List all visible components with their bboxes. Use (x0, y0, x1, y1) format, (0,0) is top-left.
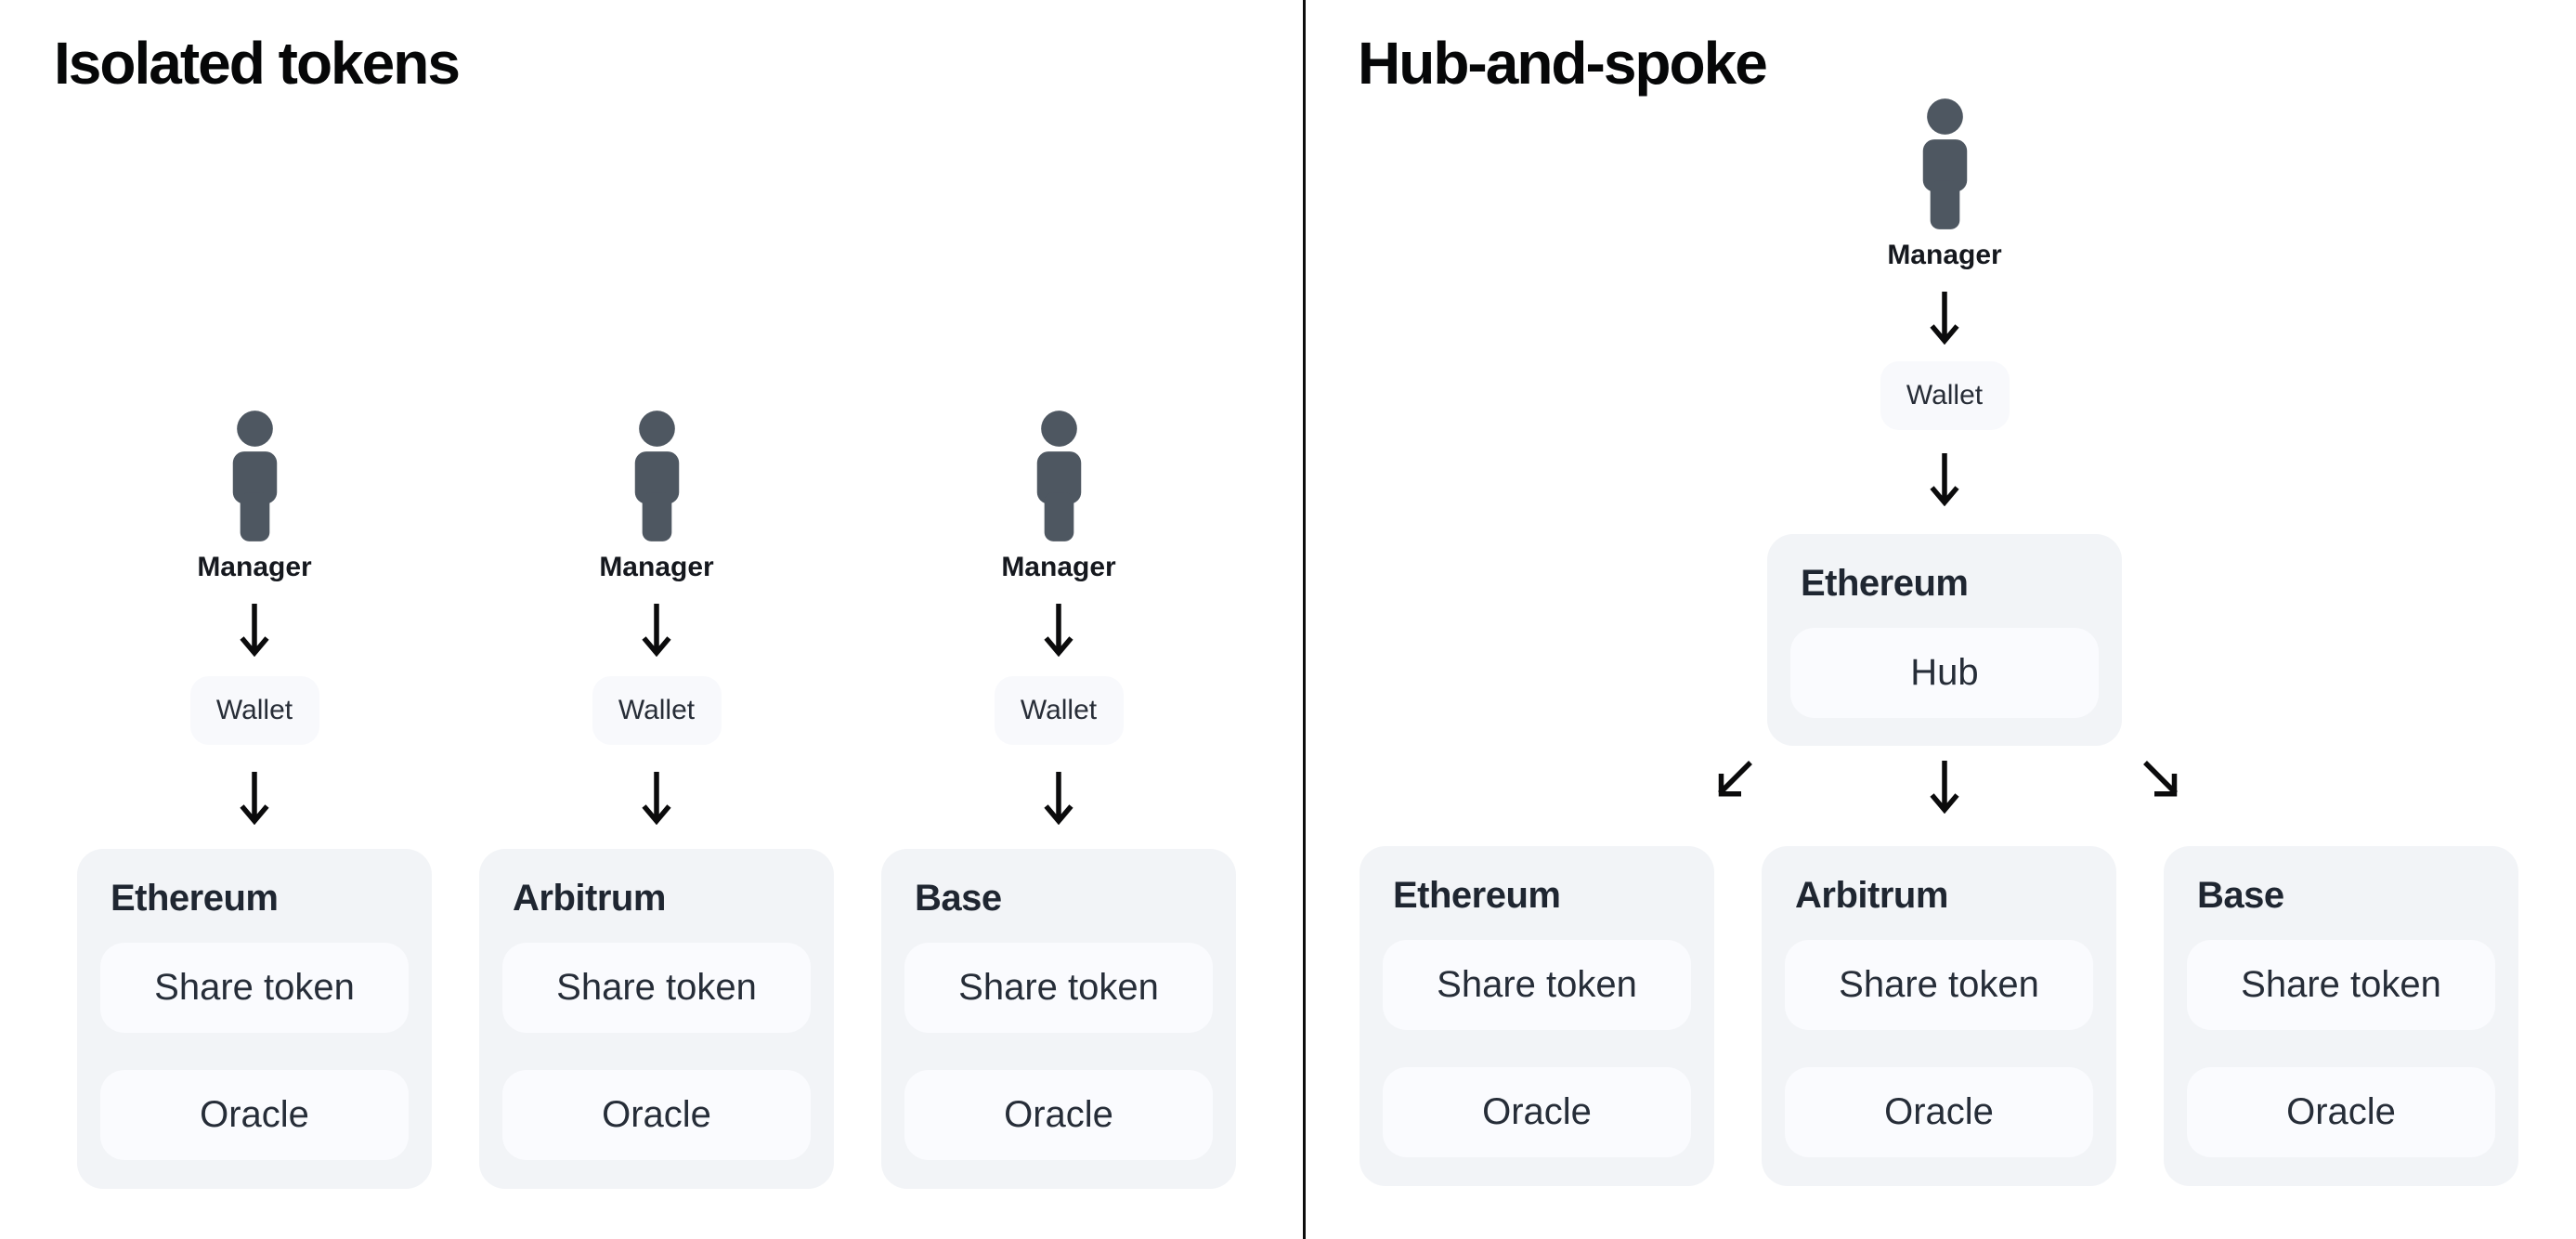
panel-title-hub-and-spoke: Hub-and-spoke (1358, 30, 1768, 97)
hub-box: Hub (1790, 628, 2099, 718)
share-token-box: Share token (1785, 940, 2093, 1030)
panel-title-isolated-tokens: Isolated tokens (54, 30, 461, 97)
manager-label: Manager (1001, 552, 1116, 582)
share-token-box: Share token (1383, 940, 1691, 1030)
chain-card-base: Base Share token Oracle (881, 849, 1236, 1189)
chain-card-base: Base Share token Oracle (2164, 846, 2518, 1186)
person-icon (231, 411, 279, 541)
wallet-box: Wallet (994, 676, 1124, 745)
arrow-down-right-icon (2140, 758, 2185, 802)
arrow-down-icon (1926, 291, 1963, 345)
arrow-down-icon (236, 603, 273, 657)
wallet-label: Wallet (1020, 695, 1098, 725)
person-icon (1035, 411, 1083, 541)
chain-card-ethereum: Ethereum Share token Oracle (1360, 846, 1714, 1186)
wallet-box: Wallet (1880, 361, 2010, 430)
arrow-down-left-icon (1711, 758, 1755, 802)
wallet-box: Wallet (592, 676, 722, 745)
chain-card-title: Arbitrum (1795, 875, 1948, 916)
arrow-down-icon (638, 771, 675, 825)
arrow-down-icon (1040, 603, 1077, 657)
arrow-down-icon (1926, 452, 1963, 506)
oracle-box: Oracle (502, 1070, 811, 1160)
manager-label: Manager (1887, 240, 2002, 270)
isolated-columns-row: Manager Wallet Ethereum Share token Orac… (77, 411, 1236, 1189)
oracle-box: Oracle (100, 1070, 409, 1160)
chain-card-title: Ethereum (1801, 563, 1969, 604)
chain-card-ethereum: Ethereum Share token Oracle (77, 849, 432, 1189)
wallet-label: Wallet (618, 695, 696, 725)
panel-divider (1303, 0, 1306, 1239)
spoke-cards-row: Ethereum Share token Oracle Arbitrum Sha… (1360, 846, 2518, 1186)
arrow-down-icon (236, 771, 273, 825)
arrow-down-icon (1040, 771, 1077, 825)
oracle-box: Oracle (1785, 1067, 2093, 1157)
oracle-box: Oracle (904, 1070, 1213, 1160)
share-token-box: Share token (904, 943, 1213, 1033)
chain-card-arbitrum: Arbitrum Share token Oracle (1762, 846, 2116, 1186)
chain-card-title: Base (915, 878, 1002, 919)
share-token-box: Share token (2187, 940, 2495, 1030)
oracle-box: Oracle (1383, 1067, 1691, 1157)
chain-card-title: Arbitrum (513, 878, 666, 919)
chain-card-title: Ethereum (111, 878, 279, 919)
wallet-box: Wallet (189, 676, 319, 745)
person-icon (1921, 98, 1969, 229)
wallet-label: Wallet (215, 695, 293, 725)
share-token-box: Share token (100, 943, 409, 1033)
isolated-column-ethereum: Manager Wallet Ethereum Share token Orac… (77, 411, 432, 1189)
hub-and-spoke-panel: Hub-and-spoke Manager Wallet Ethereum Hu… (1306, 0, 2576, 1239)
manager-label: Manager (599, 552, 714, 582)
arrow-down-icon (638, 603, 675, 657)
person-icon (633, 411, 681, 541)
isolated-column-base: Manager Wallet Base Share token Oracle (881, 411, 1236, 1189)
manager-label: Manager (197, 552, 312, 582)
hub-chain-card: Ethereum Hub (1767, 534, 2122, 746)
chain-card-arbitrum: Arbitrum Share token Oracle (479, 849, 834, 1189)
share-token-box: Share token (502, 943, 811, 1033)
chain-card-title: Ethereum (1393, 875, 1561, 916)
oracle-box: Oracle (2187, 1067, 2495, 1157)
chain-card-title: Base (2197, 875, 2284, 916)
wallet-label: Wallet (1906, 380, 1984, 411)
hub-column: Manager Wallet Ethereum Hub (1767, 98, 2122, 746)
isolated-tokens-panel: Isolated tokens Manager Wallet Ethereum (54, 30, 1236, 1189)
isolated-column-arbitrum: Manager Wallet Arbitrum Share token Orac… (479, 411, 834, 1189)
arrow-down-icon (1926, 760, 1963, 814)
